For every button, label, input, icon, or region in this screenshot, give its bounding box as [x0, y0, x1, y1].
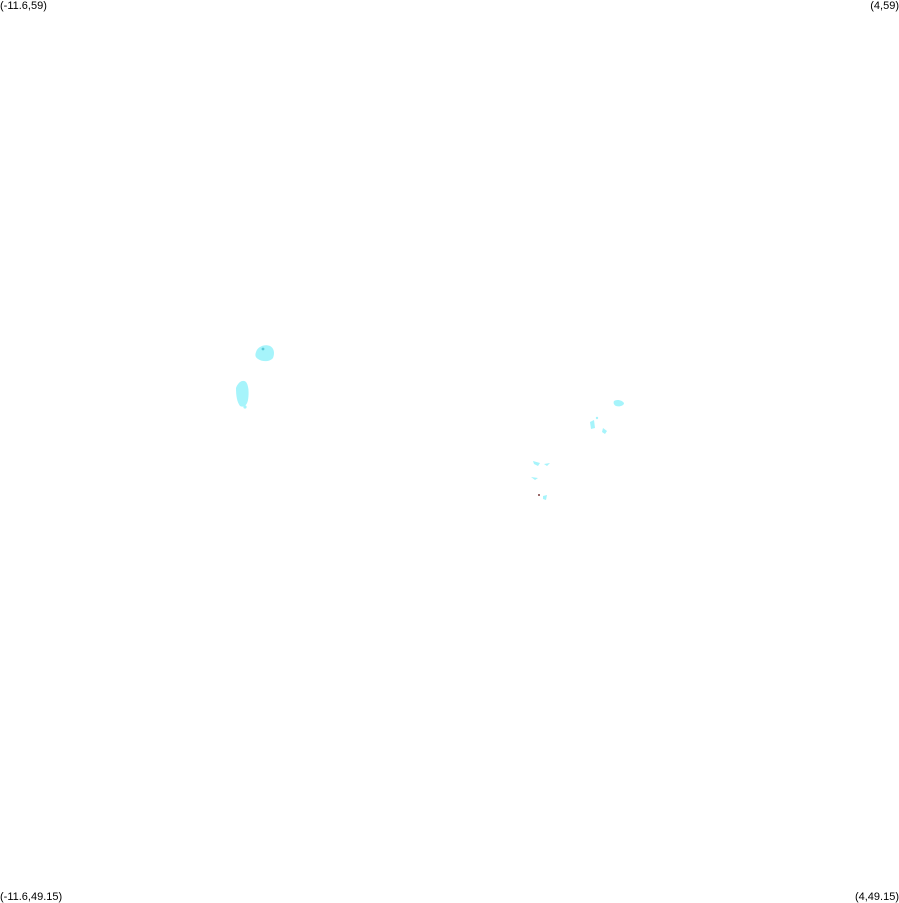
feature-blob	[613, 399, 624, 407]
feature-accent	[261, 347, 265, 351]
feature-blob	[243, 405, 247, 409]
feature-blob	[543, 495, 547, 500]
feature-blob	[590, 420, 595, 429]
point-marker	[538, 494, 540, 496]
feature-blob	[255, 345, 274, 362]
corner-coordinate-bottom-right: (4,49.15)	[854, 891, 899, 903]
feature-blob	[531, 477, 538, 480]
feature-blob	[544, 463, 550, 466]
corner-coordinate-bottom-left: (-11.6,49.15)	[0, 891, 63, 903]
feature-blob	[533, 461, 540, 466]
corner-coordinate-top-left: (-11.6,59)	[0, 0, 47, 12]
feature-blob	[602, 428, 607, 434]
feature-cluster-northwest	[236, 345, 274, 409]
feature-blob	[595, 416, 599, 420]
corner-coordinate-top-right: (4,59)	[870, 0, 899, 12]
feature-blob	[236, 380, 249, 407]
feature-cluster-east	[531, 399, 624, 500]
